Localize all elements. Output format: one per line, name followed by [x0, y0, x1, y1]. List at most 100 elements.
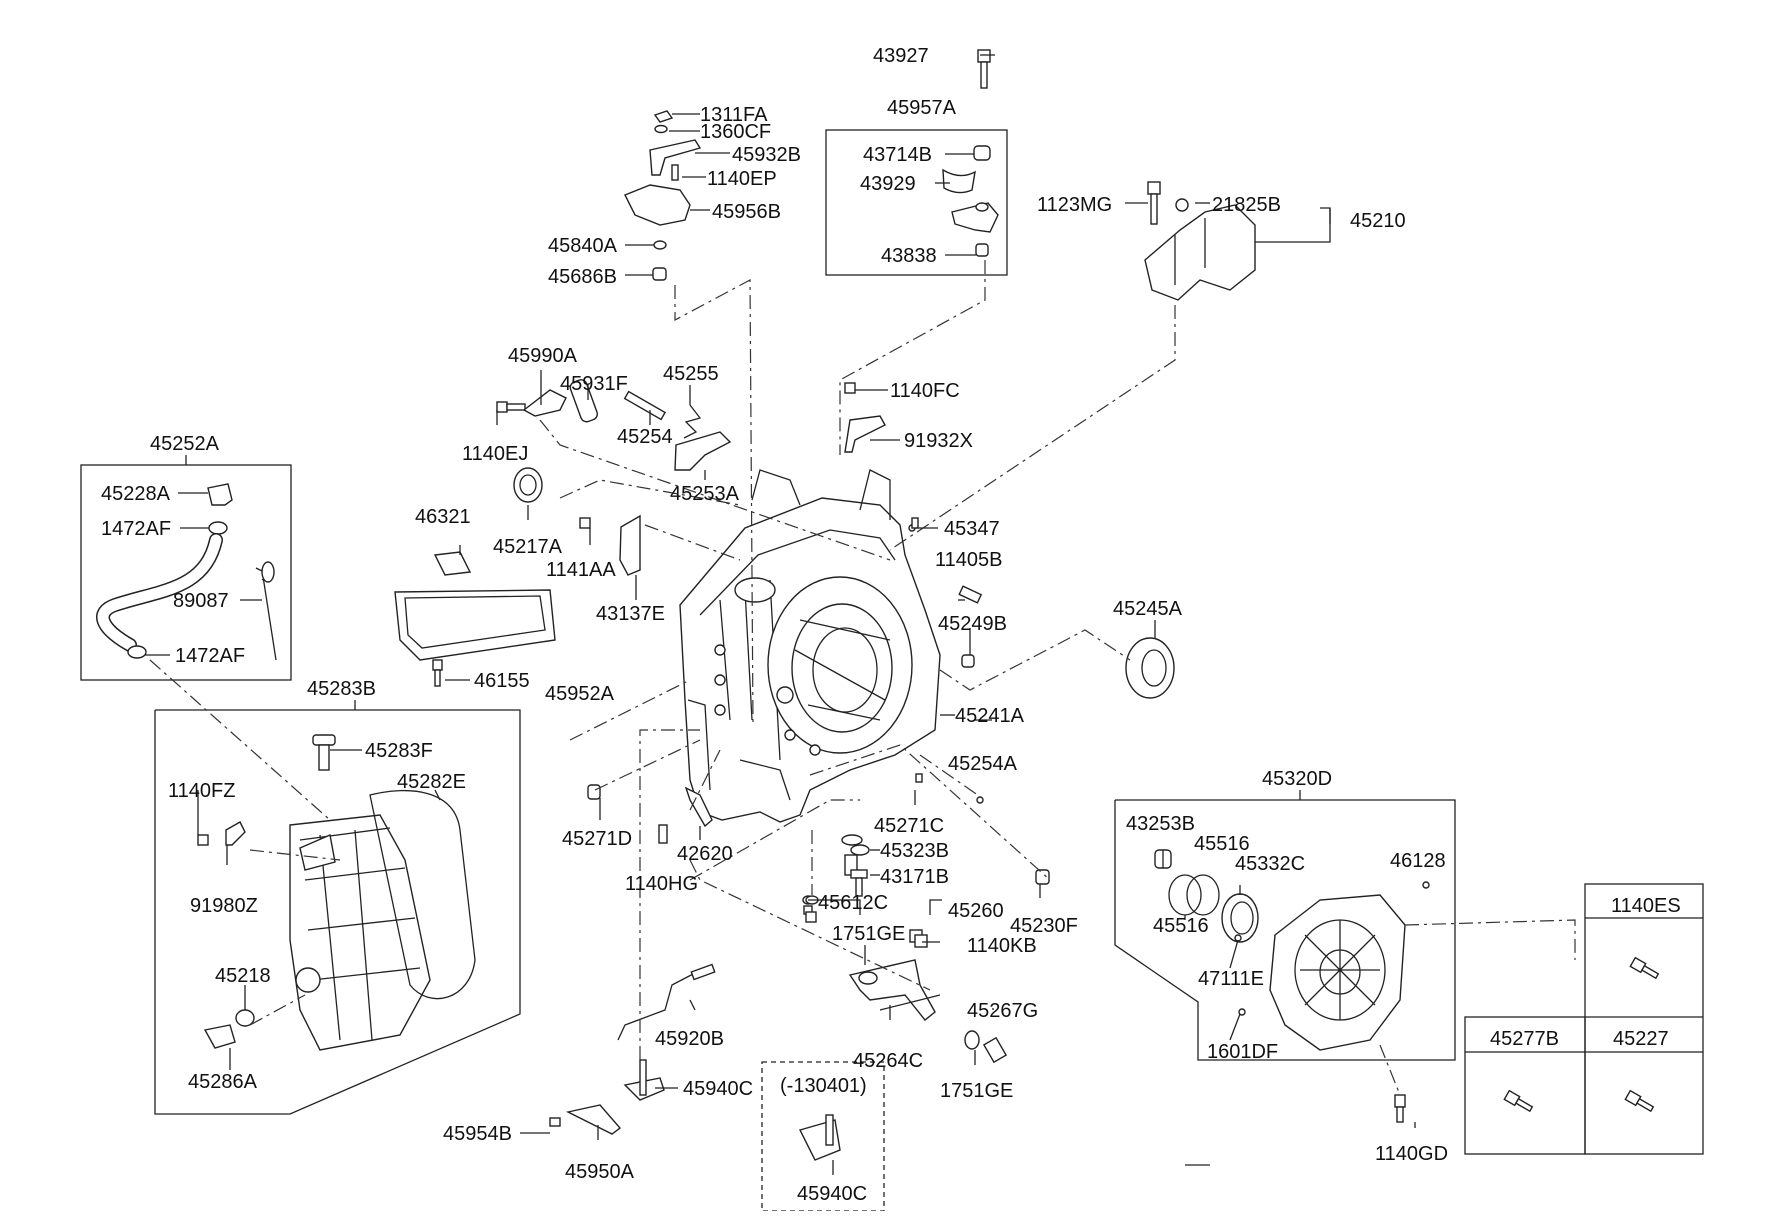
- label-1123MG: 1123MG: [1037, 194, 1112, 216]
- label-45320D: 45320D: [1262, 768, 1332, 790]
- cable-45920B: [549, 963, 716, 1135]
- label-46128: 46128: [1390, 850, 1446, 872]
- label-45954B: 45954B: [443, 1123, 512, 1145]
- label-45332C: 45332C: [1235, 853, 1305, 875]
- label-21825B: 21825B: [1212, 194, 1281, 216]
- bolt-icon: [1629, 956, 1660, 980]
- label-45957A: 45957A: [887, 97, 957, 119]
- label-45932B: 45932B: [732, 144, 801, 166]
- label-1751GE-bot: 1751GE: [940, 1080, 1013, 1102]
- label-42620: 42620: [677, 843, 733, 865]
- label-45218: 45218: [215, 965, 271, 987]
- label-1140GD: 1140GD: [1375, 1143, 1448, 1165]
- label-1140KB: 1140KB: [967, 935, 1037, 957]
- label-45323B: 45323B: [880, 840, 949, 862]
- leader-lines: [145, 54, 1576, 1175]
- group-box-45957A: [825, 129, 1008, 276]
- bolt-icon: [1503, 1089, 1534, 1113]
- label-45920B: 45920B: [655, 1028, 724, 1050]
- rear-cover-45320D: [1154, 849, 1430, 1123]
- label-89087: 89087: [173, 590, 229, 612]
- bolt-icon: [1624, 1089, 1655, 1113]
- label-45283F: 45283F: [365, 740, 433, 762]
- label-45940C-alt: 45940C: [797, 1183, 867, 1205]
- label-45931F: 45931F: [560, 373, 628, 395]
- label-45253A: 45253A: [670, 483, 740, 505]
- label-45956B: 45956B: [712, 201, 781, 223]
- label-45840A: 45840A: [548, 235, 618, 257]
- label-45230F: 45230F: [1010, 915, 1078, 937]
- bracket-45210: [1144, 181, 1256, 301]
- label-45516-top: 45516: [1194, 833, 1250, 855]
- label-45286A: 45286A: [188, 1071, 258, 1093]
- label-45282E: 45282E: [397, 771, 466, 793]
- label-45267G: 45267G: [967, 1000, 1038, 1022]
- label-1472AF-top: 1472AF: [101, 518, 171, 540]
- seal-45245A: [1125, 637, 1175, 699]
- inhibitor-switch-assembly: [624, 110, 702, 281]
- atf-hose-45252A: [96, 483, 277, 661]
- label-45241A: 45241A: [955, 705, 1025, 727]
- bracket-45957A-parts: [942, 49, 999, 257]
- label-1472AF-bot: 1472AF: [175, 645, 245, 667]
- label-46155: 46155: [474, 670, 530, 692]
- label-45271D: 45271D: [562, 828, 632, 850]
- label-45940C: 45940C: [683, 1078, 753, 1100]
- transmission-case: [679, 469, 941, 823]
- label-43838: 43838: [881, 245, 937, 267]
- group-box-45283B: [154, 709, 521, 1115]
- label-43253B: 43253B: [1126, 813, 1195, 835]
- fastener-legend: [1464, 883, 1704, 1155]
- label-45612C: 45612C: [818, 892, 888, 914]
- label-45347: 45347: [944, 518, 1000, 540]
- label-1140FC: 1140FC: [890, 380, 960, 402]
- legend-1140ES: 1140ES: [1611, 895, 1681, 917]
- label-91932X: 91932X: [904, 430, 973, 452]
- label-1751GE-top: 1751GE: [832, 923, 905, 945]
- label-45245A: 45245A: [1113, 598, 1183, 620]
- label-45516-bot: 45516: [1153, 915, 1209, 937]
- label-45217A: 45217A: [493, 536, 563, 558]
- label-43714B: 43714B: [863, 144, 932, 166]
- oil-filter-46321: [394, 551, 556, 687]
- label-43171B: 43171B: [880, 866, 949, 888]
- label-91980Z: 91980Z: [190, 895, 258, 917]
- label-47111E: 47111E: [1198, 968, 1264, 990]
- label-1140HG: 1140HG: [625, 873, 698, 895]
- label-43929: 43929: [860, 173, 916, 195]
- label-45254: 45254: [617, 426, 673, 448]
- label-1311FA: 1311FA: [700, 104, 768, 126]
- label-45686B: 45686B: [548, 266, 617, 288]
- detent-lever-parts: [496, 379, 916, 576]
- label-1601DF: 1601DF: [1207, 1041, 1278, 1063]
- case-fasteners: [587, 517, 1050, 943]
- label-45283B: 45283B: [307, 678, 376, 700]
- label-1141AA: 1141AA: [546, 559, 616, 581]
- label-11405B: 11405B: [935, 549, 1002, 571]
- label-45252A: 45252A: [150, 433, 220, 455]
- label-45260: 45260: [948, 900, 1004, 922]
- label-1140FZ: 1140FZ: [168, 780, 235, 802]
- label-45249B: 45249B: [938, 613, 1007, 635]
- label-45210: 45210: [1350, 210, 1406, 232]
- label-1360CF: 1360CF: [700, 121, 771, 143]
- label-43137E: 43137E: [596, 603, 665, 625]
- legend-labels: 1140ES 45277B 45227: [1490, 895, 1681, 1050]
- label-45228A: 45228A: [101, 483, 171, 505]
- label-1140EP: 1140EP: [707, 168, 777, 190]
- label-46321: 46321: [415, 506, 471, 528]
- part-labels: 43927 45957A 43714B 43929 43838 1311FA 1…: [101, 45, 1448, 1205]
- group-box-45320D: [1114, 799, 1456, 1061]
- label-45255: 45255: [663, 363, 719, 385]
- variant-sensor-45940C: [798, 1114, 841, 1161]
- label-1140EJ: 1140EJ: [462, 443, 528, 465]
- oil-pan-45283B: [197, 734, 476, 1051]
- label-45990A: 45990A: [508, 345, 578, 367]
- label-45950A: 45950A: [565, 1161, 635, 1183]
- label-45264C: 45264C: [853, 1050, 923, 1072]
- label-45254A: 45254A: [948, 753, 1018, 775]
- label-43927: 43927: [873, 45, 929, 67]
- label-45271C: 45271C: [874, 815, 944, 837]
